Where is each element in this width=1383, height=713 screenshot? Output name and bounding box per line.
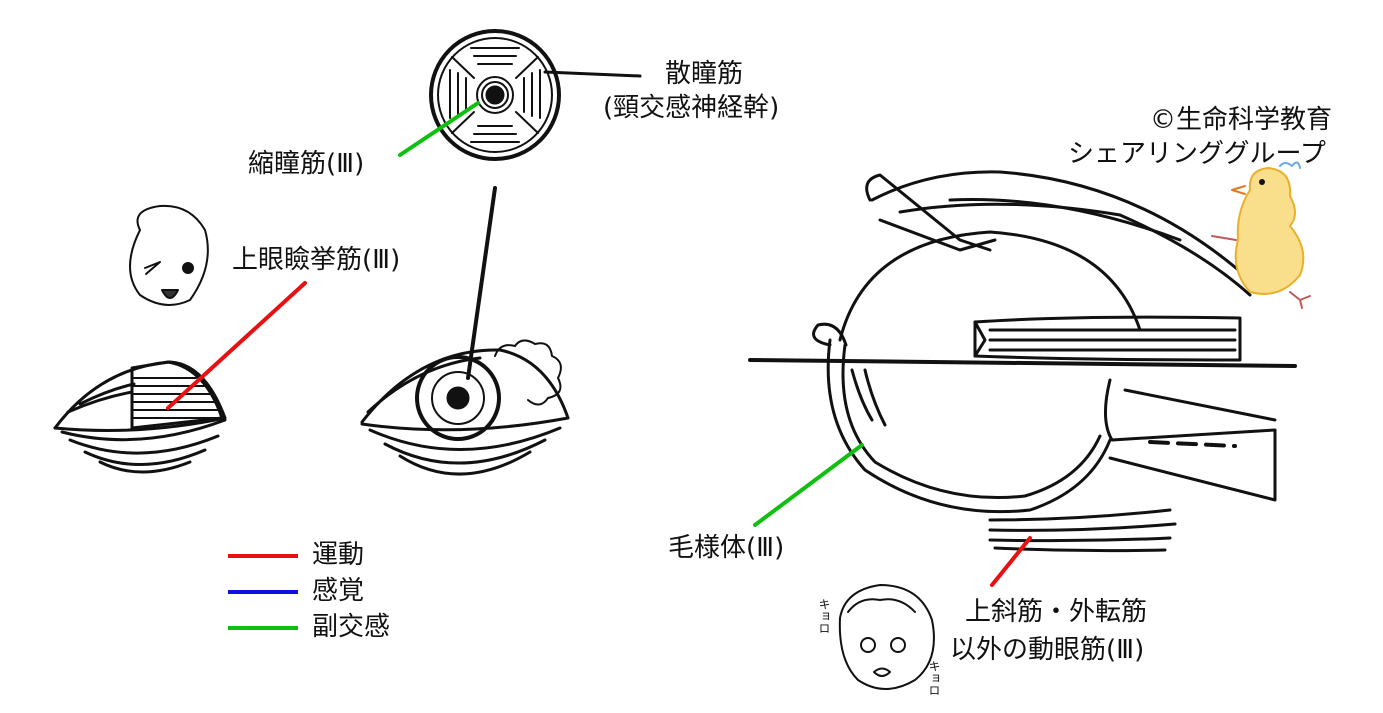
ciliary-pointer-line: [753, 443, 864, 527]
ciliary-label: 毛様体(Ⅲ): [668, 533, 785, 563]
kyoro-text-right: キョロ: [927, 660, 941, 696]
face-illustration-wink: [129, 204, 209, 306]
open-eye-drawing: [360, 339, 570, 476]
dilator-label-line2: (頸交感神経幹): [603, 93, 780, 123]
oculomotor-label-line2: 以外の動眼筋(Ⅲ): [950, 635, 1145, 665]
chick-illustration: [1211, 161, 1311, 309]
dilator-label-line1: 散瞳筋: [665, 59, 744, 89]
legend-swatch-parasympathetic: [228, 626, 298, 630]
levator-pointer-line: [166, 281, 307, 410]
legend-item-sensory: 感覚: [228, 574, 428, 608]
eyeball-cross-section: [812, 170, 1277, 553]
copyright-line1: ©生命科学教育: [1150, 105, 1333, 135]
levator-label: 上眼瞼挙筋(Ⅲ): [232, 245, 401, 275]
legend-swatch-motor: [228, 554, 298, 558]
sphincter-pointer-line: [398, 101, 480, 157]
legend-item-parasympathetic: 副交感: [228, 610, 428, 644]
horizontal-plane-line: [748, 358, 1297, 368]
legend-label-sensory: 感覚: [312, 576, 365, 606]
iris-diagram: [429, 29, 561, 161]
closed-eye-drawing: [53, 360, 227, 474]
dilator-pointer-line: [543, 70, 642, 78]
kyoro-text-left: キョロ: [817, 598, 831, 634]
face-illustration-worried: [838, 584, 935, 690]
legend-swatch-sensory: [228, 590, 298, 594]
legend-item-motor: 運動: [228, 538, 428, 572]
sphincter-label: 縮瞳筋(Ⅲ): [248, 149, 365, 179]
copyright-line2: シェアリンググループ: [1068, 139, 1326, 169]
legend-label-parasympathetic: 副交感: [312, 612, 391, 642]
iris-connector-line: [466, 186, 497, 380]
legend-label-motor: 運動: [312, 540, 365, 570]
oculomotor-label-line1: 上斜筋・外転筋: [965, 597, 1148, 627]
oculomotor-pointer-line: [990, 536, 1032, 587]
